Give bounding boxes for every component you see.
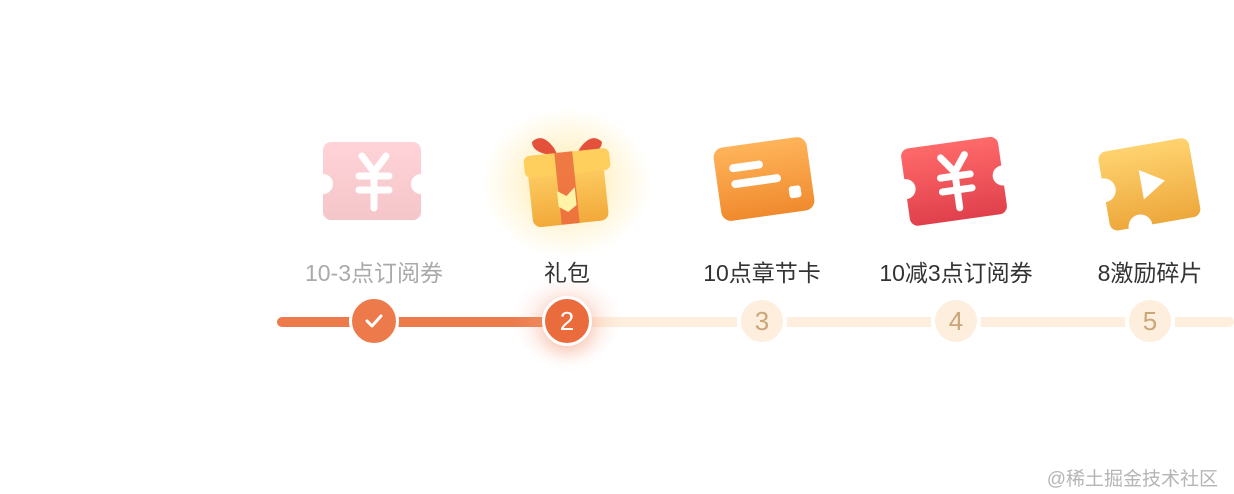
reward-label: 礼包 bbox=[544, 260, 590, 286]
reward-step-2[interactable]: 礼包 2 bbox=[467, 0, 667, 494]
chapter-card-icon bbox=[697, 128, 827, 238]
check-icon bbox=[365, 314, 383, 328]
reward-label: 10点章节卡 bbox=[703, 260, 821, 286]
gift-box-icon bbox=[482, 108, 652, 258]
watermark: @稀土掘金技术社区 bbox=[1046, 469, 1218, 490]
reward-step-4[interactable]: 10减3点订阅券 4 bbox=[856, 0, 1056, 494]
play-puzzle-piece-icon bbox=[1085, 128, 1215, 238]
reward-step-1[interactable]: 10-3点订阅券 bbox=[274, 0, 474, 494]
step-node-upcoming[interactable]: 3 bbox=[737, 296, 787, 346]
reward-label: 10减3点订阅券 bbox=[879, 260, 1033, 286]
reward-step-5[interactable]: 8激励碎片 5 bbox=[1050, 0, 1234, 494]
step-node-current[interactable]: 2 bbox=[542, 296, 592, 346]
step-node-upcoming[interactable]: 5 bbox=[1125, 296, 1175, 346]
progress-track-fill bbox=[277, 317, 577, 327]
reward-label: 10-3点订阅券 bbox=[304, 260, 444, 286]
reward-label: 8激励碎片 bbox=[1097, 260, 1203, 286]
reward-step-3[interactable]: 10点章节卡 3 bbox=[662, 0, 862, 494]
yuan-ticket-icon bbox=[891, 128, 1021, 238]
step-node-upcoming[interactable]: 4 bbox=[931, 296, 981, 346]
step-node-completed[interactable] bbox=[349, 296, 399, 346]
yuan-ticket-icon bbox=[309, 128, 439, 238]
